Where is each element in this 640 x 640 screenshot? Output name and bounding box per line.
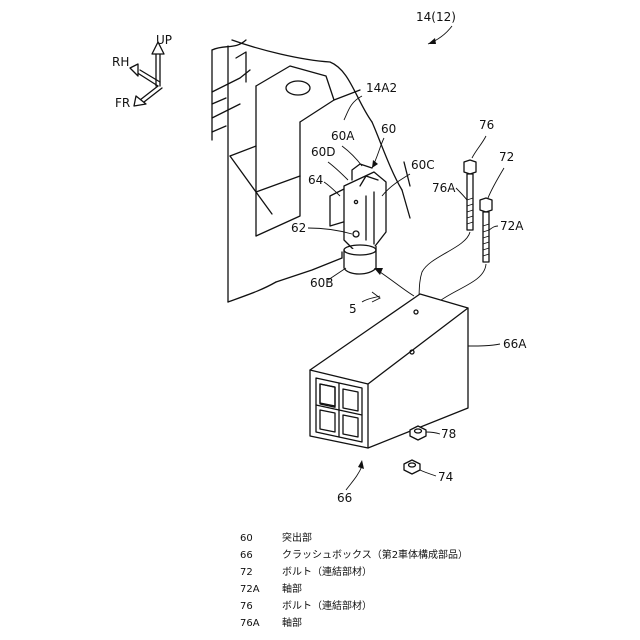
callout-64: 64 <box>308 173 323 187</box>
callout-78: 78 <box>441 427 456 441</box>
direction-fr-label: FR <box>115 96 130 110</box>
callout-62: 62 <box>291 221 306 235</box>
legend-row: 76A 軸部 <box>240 615 468 632</box>
legend-number: 72A <box>240 581 282 598</box>
legend-number: 76 <box>240 598 282 615</box>
legend-text: 軸部 <box>282 581 302 598</box>
direction-rh-label: RH <box>112 55 129 69</box>
nut-74 <box>404 460 420 474</box>
callout-60: 60 <box>381 122 396 136</box>
direction-indicator: UP RH FR <box>112 33 172 110</box>
legend-row: 72 ボルト（連結部材） <box>240 564 468 581</box>
callout-14A2: 14A2 <box>366 81 397 95</box>
legend-text: 軸部 <box>282 615 302 632</box>
callout-72A: 72A <box>500 219 524 233</box>
legend-number: 76A <box>240 615 282 632</box>
patent-figure: 14(12) UP RH FR <box>0 0 640 520</box>
callout-60C: 60C <box>411 158 435 172</box>
callout-66: 66 <box>337 491 352 505</box>
callout-60B: 60B <box>310 276 334 290</box>
crash-box-66 <box>310 294 468 448</box>
legend-row: 60 突出部 <box>240 530 468 547</box>
figure-ref-arrowhead <box>428 38 436 44</box>
legend-text: 突出部 <box>282 530 312 547</box>
callout-76A: 76A <box>432 181 456 195</box>
legend-row: 76 ボルト（連結部材） <box>240 598 468 615</box>
callout-72: 72 <box>499 150 514 164</box>
legend-text: ボルト（連結部材） <box>282 564 372 581</box>
legend-row: 72A 軸部 <box>240 581 468 598</box>
legend-text: ボルト（連結部材） <box>282 598 372 615</box>
callout-76: 76 <box>479 118 494 132</box>
figure-ref-label: 14(12) <box>416 10 456 24</box>
bolt-72 <box>480 198 492 262</box>
legend-number: 60 <box>240 530 282 547</box>
callout-5: 5 <box>349 302 357 316</box>
legend-row: 66 クラッシュボックス（第2車体構成部品） <box>240 547 468 564</box>
callout-66A: 66A <box>503 337 527 351</box>
reference-legend: 60 突出部 66 クラッシュボックス（第2車体構成部品） 72 ボルト（連結部… <box>240 530 468 632</box>
callout-60A: 60A <box>331 129 355 143</box>
direction-up-label: UP <box>156 33 172 47</box>
legend-number: 66 <box>240 547 282 564</box>
bolt-76 <box>464 160 476 230</box>
body-panel-14A2 <box>212 40 410 302</box>
callout-60D: 60D <box>311 145 336 159</box>
callout-74: 74 <box>438 470 453 484</box>
legend-number: 72 <box>240 564 282 581</box>
legend-text: クラッシュボックス（第2車体構成部品） <box>282 547 468 564</box>
protrusion-bracket-60 <box>330 164 386 274</box>
nut-78 <box>410 426 426 440</box>
